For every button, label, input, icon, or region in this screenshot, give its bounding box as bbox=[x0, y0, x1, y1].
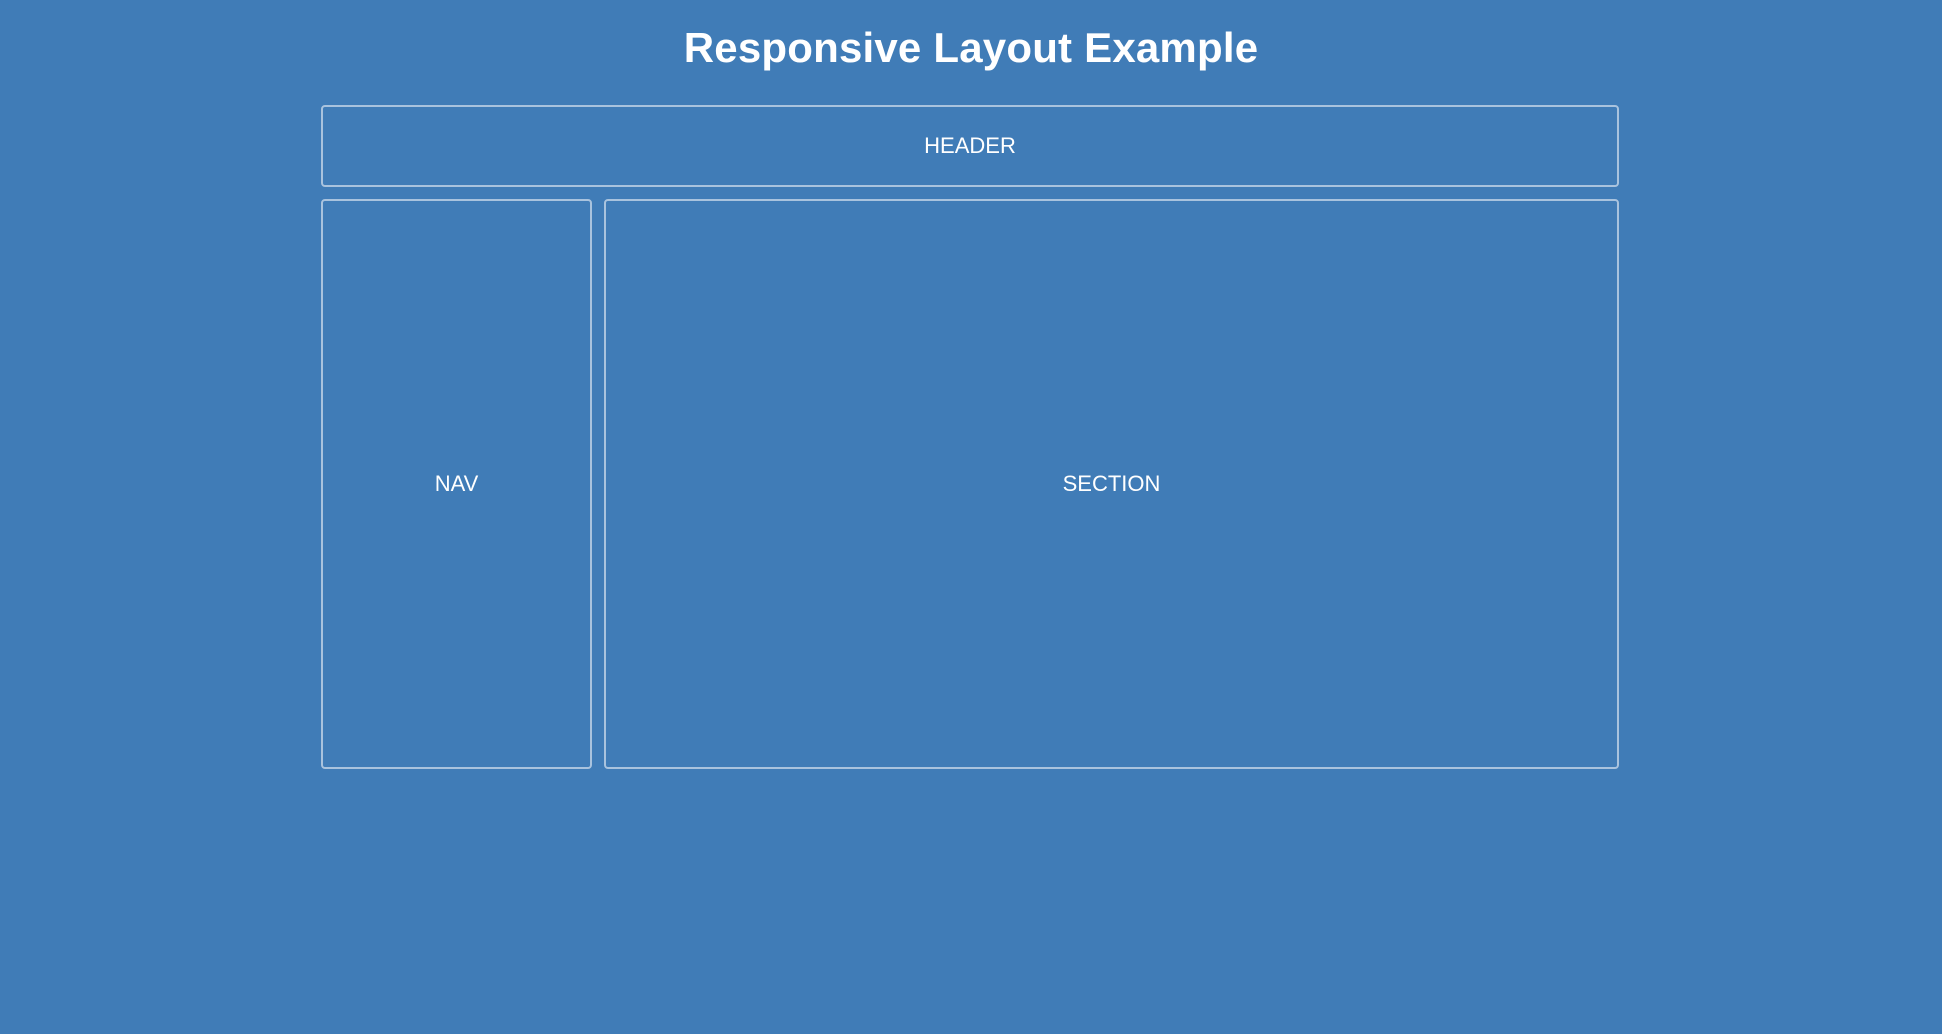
section-label: SECTION bbox=[1062, 471, 1161, 496]
header-label: HEADER bbox=[924, 133, 1016, 158]
section-region: SECTION bbox=[604, 199, 1619, 769]
nav-label: NAV bbox=[434, 471, 479, 496]
header-region: HEADER bbox=[321, 105, 1619, 187]
nav-region: NAV bbox=[321, 199, 592, 769]
page-title: Responsive Layout Example bbox=[683, 24, 1259, 71]
